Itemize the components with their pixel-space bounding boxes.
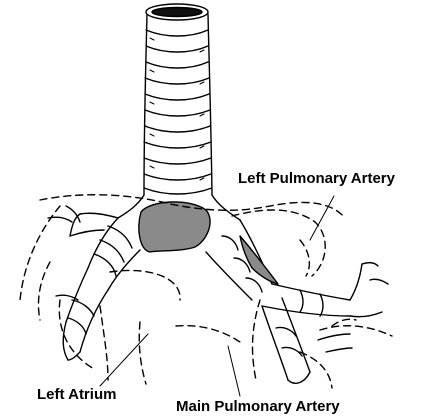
trachea: [143, 3, 213, 196]
right-main-bronchus: [205, 219, 389, 384]
left-main-bronchus: [47, 205, 141, 361]
label-left-atrium: Left Atrium: [37, 386, 117, 403]
shaded-mass: [138, 201, 211, 253]
vessel-outlines: [19, 194, 393, 389]
label-left-pulmonary-artery: Left Pulmonary Artery: [238, 170, 395, 187]
leader-lines: [99, 195, 335, 397]
label-main-pulmonary-artery: Main Pulmonary Artery: [176, 398, 340, 415]
